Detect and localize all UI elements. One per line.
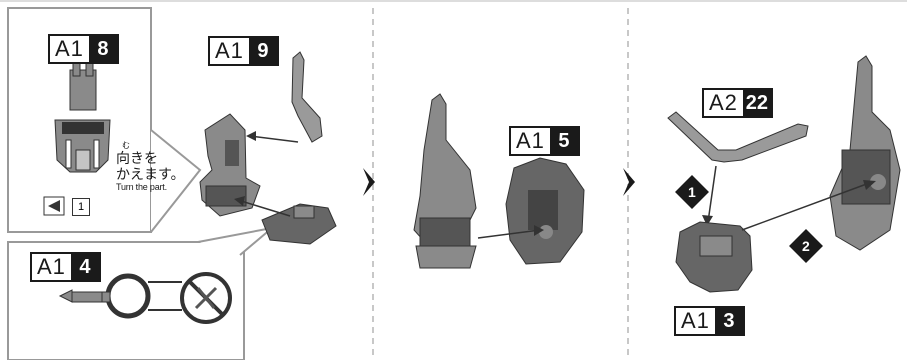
part-a2-22 [667, 111, 809, 163]
part-tag-code: A1 [55, 36, 84, 61]
part-a1-3 [675, 221, 753, 293]
box-ref-number: 1 [72, 198, 90, 216]
assembly-leg-right [829, 55, 901, 251]
prohibited-cut-icon [180, 272, 232, 324]
note-ruby: む [122, 141, 130, 150]
note-line-2: かえます。 [116, 166, 185, 183]
part-tag-number: 3 [714, 308, 743, 334]
part-a1-4 [261, 203, 337, 245]
part-a1-8 [54, 61, 111, 173]
next-arrow-1 [363, 168, 375, 196]
part-tag-number: 5 [549, 128, 578, 154]
step-number-2: 2 [802, 237, 810, 254]
step-number-1: 1 [688, 183, 696, 200]
part-a1-4-detail [58, 273, 182, 319]
part-tag-code: A1 [37, 254, 66, 279]
next-arrow-2 [623, 168, 635, 196]
part-tag-code: A1 [215, 38, 244, 63]
assembly-leg-left [199, 113, 261, 217]
part-tag-a1-4: A1 4 [30, 252, 101, 282]
part-tag-number: 4 [70, 254, 99, 280]
part-tag-a1-9: A1 9 [208, 36, 279, 66]
part-tag-number: 8 [88, 36, 117, 62]
part-tag-a1-5: A1 5 [509, 126, 580, 156]
turn-part-note: む 向きを かえます。 Turn the part. [116, 141, 185, 193]
part-tag-a1-8: A1 8 [48, 34, 119, 64]
part-a1-9 [291, 51, 323, 143]
part-tag-code: A1 [681, 308, 710, 333]
part-tag-code: A1 [516, 128, 545, 153]
assembly-leg-center [413, 93, 477, 269]
note-line-1: 向きを [116, 150, 158, 167]
part-a1-5 [505, 157, 585, 265]
part-tag-number: 9 [248, 38, 277, 64]
part-tag-number: 22 [742, 90, 771, 116]
part-tag-a1-3: A1 3 [674, 306, 745, 336]
note-english: Turn the part. [116, 182, 167, 193]
part-tag-a2-22: A2 22 [702, 88, 773, 118]
part-tag-code: A2 [709, 90, 738, 115]
